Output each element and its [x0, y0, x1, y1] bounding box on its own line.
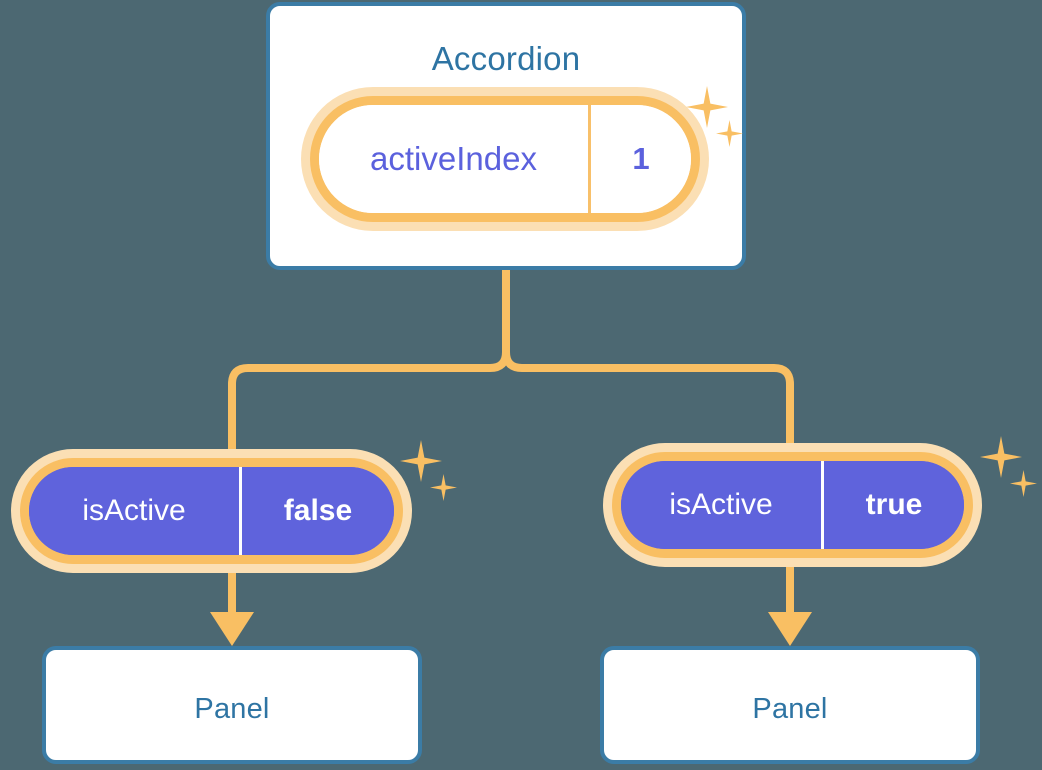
- connector-branch-left: [228, 348, 510, 480]
- panel-card-right[interactable]: Panel: [600, 646, 980, 764]
- state-key-label: isActive: [29, 467, 242, 555]
- state-value-label: false: [242, 467, 394, 555]
- accordion-title: Accordion: [431, 40, 581, 77]
- state-key-label: activeIndex: [319, 105, 591, 213]
- state-value-label: 1: [591, 105, 691, 213]
- state-key-label: isActive: [621, 461, 824, 549]
- pill-body: activeIndex 1: [310, 96, 700, 222]
- arrow-head-left: [210, 612, 254, 646]
- state-pill-active-index[interactable]: activeIndex 1: [310, 96, 700, 222]
- connector-trunk: [502, 266, 794, 474]
- pill-body: isActive true: [612, 452, 973, 558]
- state-pill-is-active-true[interactable]: isActive true: [612, 452, 973, 558]
- arrow-head-right: [768, 612, 812, 646]
- pill-body: isActive false: [20, 458, 403, 564]
- panel-label: Panel: [194, 693, 270, 725]
- state-value-label: true: [824, 461, 964, 549]
- panel-card-left[interactable]: Panel: [42, 646, 422, 764]
- state-pill-is-active-false[interactable]: isActive false: [20, 458, 403, 564]
- panel-label: Panel: [752, 693, 828, 725]
